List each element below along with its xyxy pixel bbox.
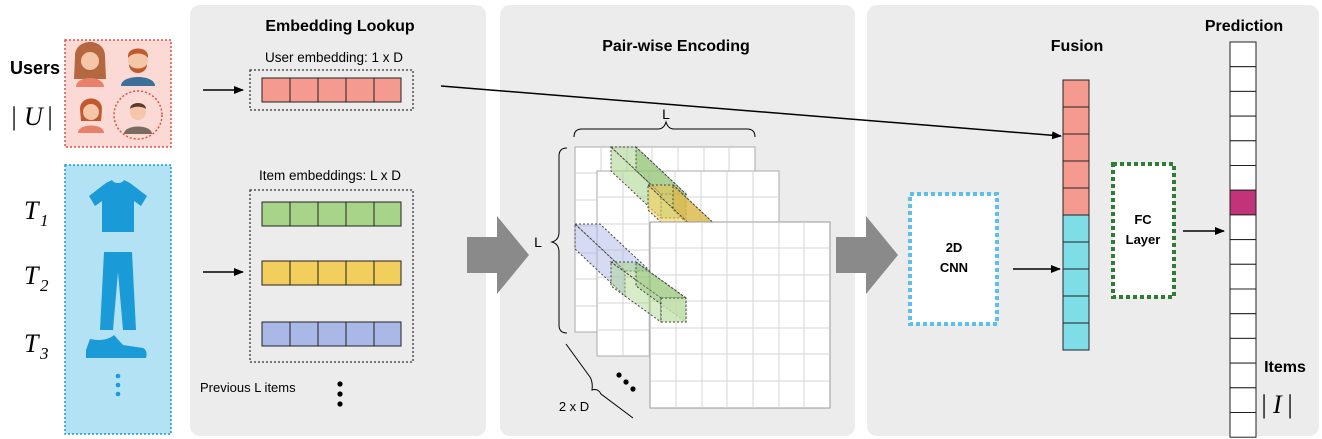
depth-brace-label: 2 x D bbox=[559, 399, 589, 414]
prediction-cell bbox=[1229, 263, 1257, 290]
user-to-fusion-arrow bbox=[440, 85, 1062, 140]
shoe-icon bbox=[86, 335, 147, 358]
item-1-sub: 1 bbox=[40, 211, 49, 230]
fc-layer-box bbox=[1111, 162, 1176, 299]
prediction-cell bbox=[1229, 66, 1257, 92]
lookup-more-dot bbox=[337, 401, 343, 407]
tshirt-icon bbox=[89, 180, 147, 232]
user-embedding-frame bbox=[249, 69, 414, 111]
user-avatar-girl-icon bbox=[78, 98, 104, 133]
cnn-box bbox=[908, 192, 999, 326]
prediction-cell bbox=[1229, 165, 1257, 191]
prediction-cell bbox=[1229, 362, 1257, 389]
prediction-cell bbox=[1229, 337, 1257, 364]
flow-arrow-lookup-to-encoding bbox=[467, 216, 529, 294]
prediction-title: Prediction bbox=[1205, 18, 1283, 35]
left-brace bbox=[550, 147, 568, 334]
layers-more-dot bbox=[630, 386, 636, 392]
items-output-label: Items bbox=[1264, 359, 1306, 376]
prediction-cell-highlight bbox=[1229, 189, 1257, 216]
fc-label-line1: FC bbox=[1134, 212, 1152, 227]
flow-arrow-encoding-to-fusion bbox=[836, 216, 898, 294]
top-brace bbox=[573, 120, 756, 138]
prediction-cell bbox=[1229, 140, 1257, 167]
item-2-letter: T bbox=[24, 261, 40, 290]
top-brace-label: L bbox=[662, 106, 670, 122]
items-bar-left: | bbox=[1260, 390, 1267, 419]
item-2-sub: 2 bbox=[40, 276, 49, 295]
prediction-column bbox=[1229, 41, 1257, 438]
user-embedding-row bbox=[261, 77, 402, 103]
prediction-cell bbox=[1229, 41, 1257, 68]
user-embedding-label: User embedding: 1 x D bbox=[265, 50, 403, 65]
items-more-dot bbox=[115, 373, 121, 379]
users-label: Users bbox=[10, 58, 60, 78]
items-symbol: I bbox=[1272, 390, 1283, 419]
item-embeddings-label: Item embeddings: L x D bbox=[259, 168, 401, 183]
fc-label-line2: Layer bbox=[1126, 232, 1161, 247]
pair-prism-green-bottom bbox=[609, 261, 688, 323]
lookup-more-dot bbox=[337, 381, 343, 387]
item-3-letter: T bbox=[24, 329, 40, 358]
item-embedding-row-green bbox=[261, 201, 402, 227]
prediction-cell bbox=[1229, 214, 1257, 241]
cnn-label-line1: 2D bbox=[946, 240, 963, 255]
prediction-cell bbox=[1229, 313, 1257, 339]
prediction-cell bbox=[1229, 239, 1257, 265]
layers-more-dot bbox=[623, 379, 629, 385]
layers-more-dot bbox=[616, 372, 622, 378]
item-embedding-row-yellow bbox=[261, 260, 402, 286]
left-brace-label: L bbox=[534, 234, 542, 250]
previous-items-label: Previous L items bbox=[200, 380, 296, 395]
item-embeddings-frame bbox=[249, 189, 414, 363]
cnn-label-line2: CNN bbox=[940, 260, 968, 275]
prediction-cell bbox=[1229, 288, 1257, 315]
pants-icon bbox=[100, 252, 136, 330]
item-embedding-row-blue bbox=[261, 321, 402, 347]
lookup-more-dot bbox=[337, 391, 343, 397]
prediction-cell bbox=[1229, 412, 1257, 438]
prediction-cell bbox=[1229, 387, 1257, 413]
items-more-dot bbox=[115, 391, 121, 397]
users-bar-left: | bbox=[10, 102, 17, 131]
user-avatar-woman-icon bbox=[74, 42, 106, 87]
pairwise-encoding-title: Pair-wise Encoding bbox=[602, 38, 750, 55]
embedding-lookup-title: Embedding Lookup bbox=[265, 18, 415, 35]
item-1-letter: T bbox=[24, 196, 40, 225]
panel-fusion bbox=[867, 5, 1319, 436]
target-user-ring bbox=[113, 90, 163, 140]
user-avatar-man-icon bbox=[121, 48, 155, 86]
fusion-user-column bbox=[1062, 79, 1090, 216]
fusion-title: Fusion bbox=[1051, 38, 1103, 55]
items-bar-right: | bbox=[1286, 390, 1293, 419]
prediction-cell bbox=[1229, 90, 1257, 117]
users-bar-right: | bbox=[46, 102, 53, 131]
prediction-cell bbox=[1229, 115, 1257, 142]
fusion-cnn-column bbox=[1062, 214, 1090, 351]
depth-brace bbox=[565, 343, 634, 419]
users-symbol: U bbox=[24, 102, 45, 131]
items-more-dot bbox=[115, 382, 121, 388]
user-avatar-target-icon bbox=[124, 103, 152, 134]
item-3-sub: 3 bbox=[39, 344, 49, 363]
